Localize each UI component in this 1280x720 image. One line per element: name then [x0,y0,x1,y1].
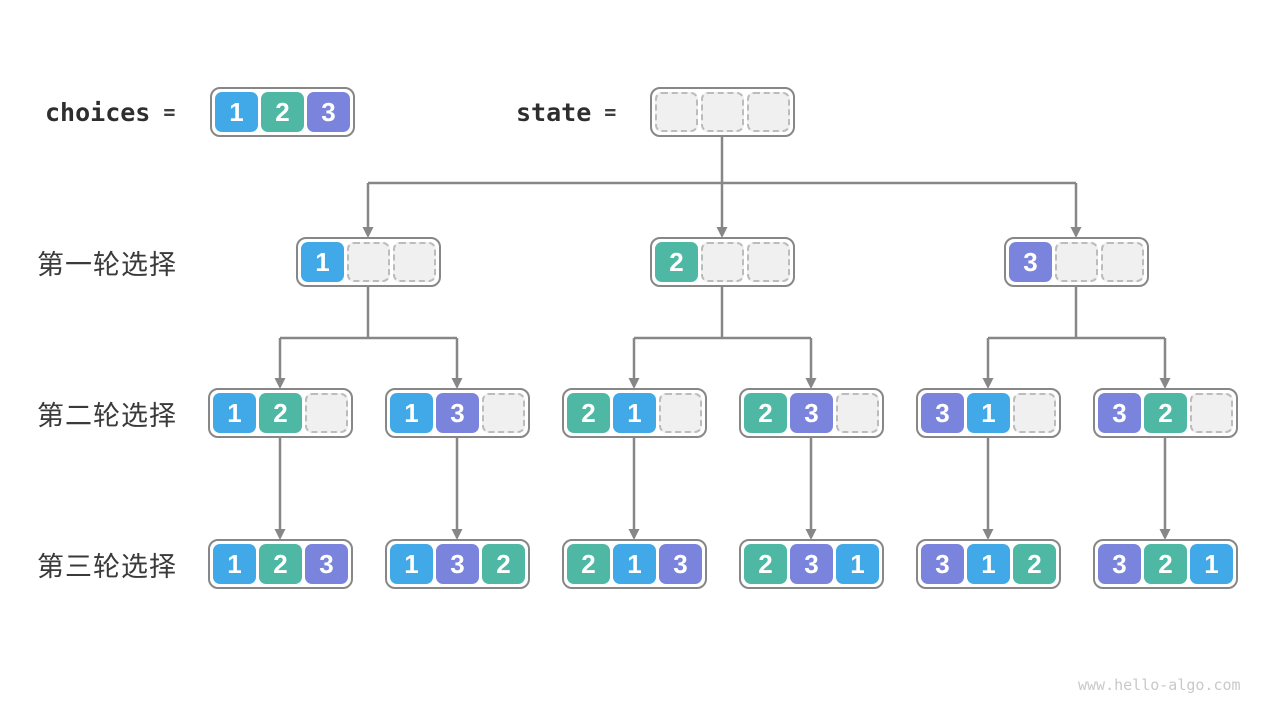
empty-cell [747,92,790,132]
value-cell: 3 [1098,393,1141,433]
value-cell: 3 [1009,242,1052,282]
value-cell: 3 [1098,544,1141,584]
empty-cell [1055,242,1098,282]
value-cell: 2 [1144,544,1187,584]
empty-cell [305,393,348,433]
value-cell: 1 [215,92,258,132]
value-cell: 1 [390,544,433,584]
state-equals-sign: = [604,100,617,124]
value-cell: 1 [613,544,656,584]
value-cell: 3 [921,544,964,584]
value-cell: 1 [390,393,433,433]
empty-cell [1101,242,1144,282]
empty-cell [655,92,698,132]
choices-expression: choices = [45,87,175,137]
empty-cell [701,92,744,132]
choices-equals-sign: = [163,100,176,124]
state-expression: state = [516,87,616,137]
state-array-box [650,87,795,137]
choices-label: choices [45,97,151,127]
value-cell: 3 [921,393,964,433]
value-cell: 2 [744,393,787,433]
value-cell: 2 [744,544,787,584]
value-cell: 2 [261,92,304,132]
value-cell: 1 [967,393,1010,433]
value-cell: 1 [213,544,256,584]
empty-cell [347,242,390,282]
row-label-round-1: 第一轮选择 [37,249,177,280]
state-label: state [516,97,592,127]
value-cell: 1 [1190,544,1233,584]
value-cell: 2 [1013,544,1056,584]
empty-cell [836,393,879,433]
empty-cell [701,242,744,282]
watermark: www.hello-algo.com [1078,676,1241,694]
value-cell: 2 [567,393,610,433]
empty-cell [747,242,790,282]
value-cell: 2 [1144,393,1187,433]
row-label-round-3: 第三轮选择 [37,551,177,582]
value-cell: 3 [436,544,479,584]
value-cell: 2 [482,544,525,584]
value-cell: 3 [305,544,348,584]
round1-state-box-2: 2 [650,237,795,287]
value-cell: 2 [259,544,302,584]
value-cell: 3 [659,544,702,584]
value-cell: 3 [790,393,833,433]
value-cell: 1 [836,544,879,584]
value-cell: 3 [790,544,833,584]
empty-cell [1013,393,1056,433]
row-label-round-2: 第二轮选择 [37,400,177,431]
empty-cell [659,393,702,433]
value-cell: 2 [655,242,698,282]
value-cell: 1 [967,544,1010,584]
empty-cell [393,242,436,282]
empty-cell [482,393,525,433]
round1-state-box-3: 3 [1004,237,1149,287]
value-cell: 2 [567,544,610,584]
value-cell: 3 [436,393,479,433]
empty-cell [1190,393,1233,433]
value-cell: 1 [613,393,656,433]
value-cell: 1 [301,242,344,282]
round1-state-box-1: 1 [296,237,441,287]
value-cell: 2 [259,393,302,433]
value-cell: 1 [213,393,256,433]
value-cell: 3 [307,92,350,132]
